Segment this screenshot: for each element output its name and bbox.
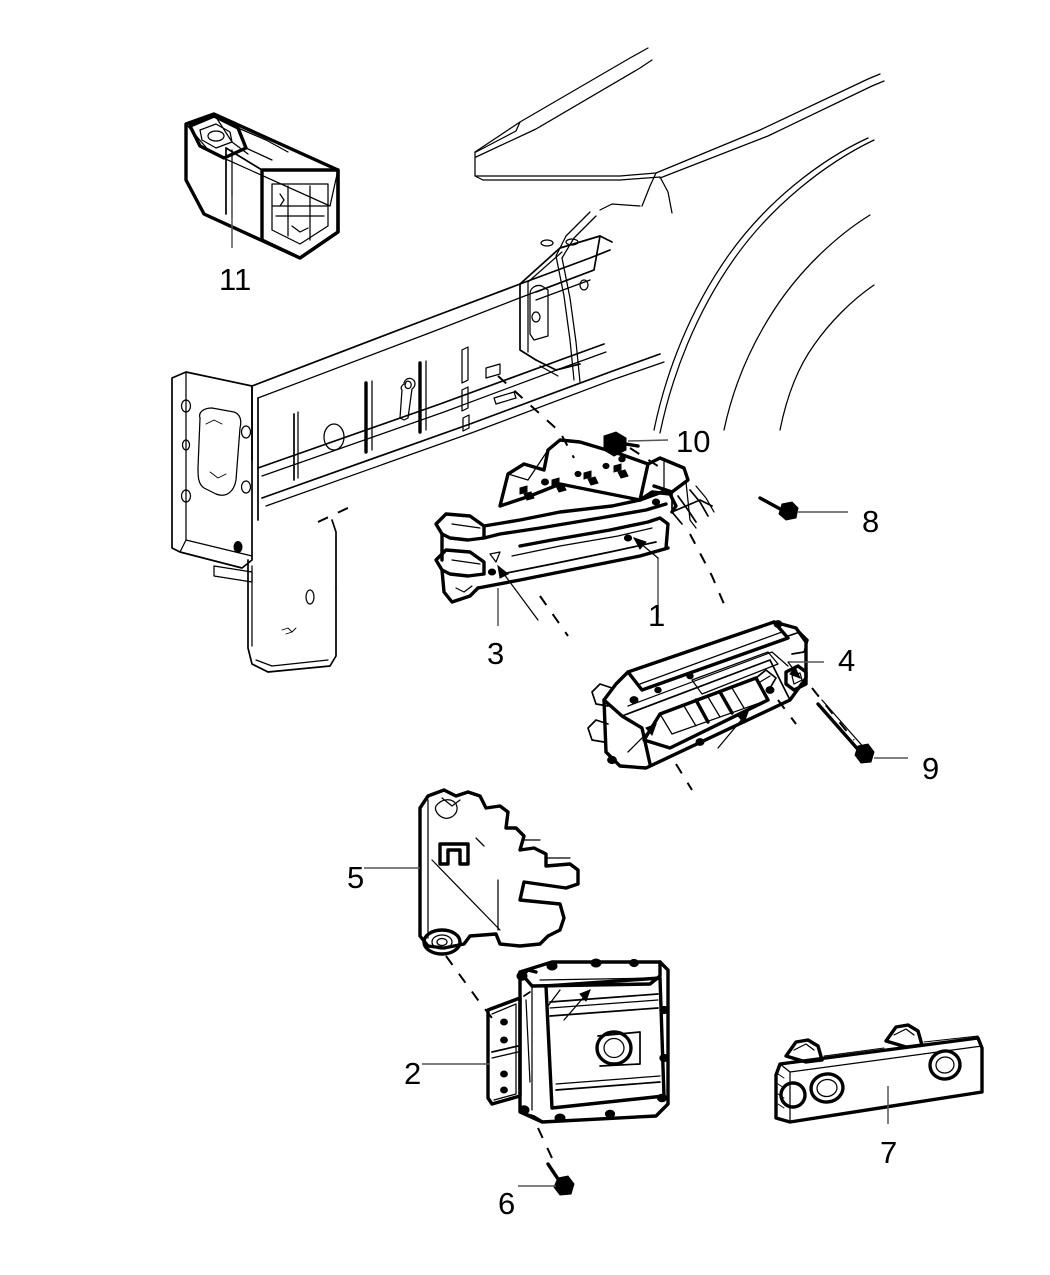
- callout-1: 1: [648, 598, 666, 633]
- bolt-short: [758, 496, 799, 521]
- callout-11: 11: [219, 262, 252, 297]
- callout-4: 4: [838, 643, 856, 678]
- callout-leader-lines: [231, 196, 908, 1187]
- screw-small: [546, 1162, 575, 1196]
- powertrain-control-module: [587, 620, 809, 770]
- callout-10: 10: [676, 424, 711, 459]
- electrical-connector: [184, 112, 340, 260]
- mounting-plate: [774, 1023, 984, 1124]
- engine-control-module: [486, 958, 670, 1124]
- ecm-shield-bracket: [418, 788, 580, 956]
- callout-9: 9: [922, 751, 940, 786]
- callout-6: 6: [498, 1186, 516, 1221]
- assembly-alignment-lines: [317, 375, 855, 1159]
- module-detail-arrows: [563, 711, 749, 1021]
- callout-3: 3: [487, 636, 505, 671]
- callout-2: 2: [404, 1056, 422, 1091]
- callout-5: 5: [347, 860, 365, 895]
- module-mounting-bracket: [434, 485, 715, 604]
- callout-7: 7: [880, 1135, 898, 1170]
- frame-rail-assembly: [171, 235, 713, 673]
- callout-8: 8: [862, 504, 880, 539]
- bracket-bolt: [603, 431, 640, 457]
- bolt-long: [816, 699, 875, 764]
- fender-wheel-arch-outline: [474, 47, 885, 434]
